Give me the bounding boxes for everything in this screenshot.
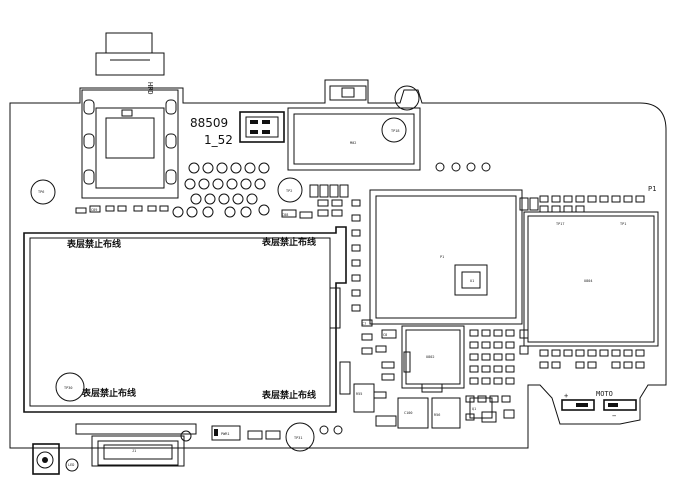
- pmu-label: U802: [426, 355, 434, 359]
- top-shield-chip: M02 TP18: [287, 107, 421, 171]
- hrd-label: HRD: [146, 82, 154, 95]
- board-outline: [9, 79, 667, 449]
- board-number: 88509: [190, 116, 228, 130]
- lcd-warning-3: 表层禁止布线: [81, 387, 136, 399]
- soc-chip: U1 P1: [369, 189, 523, 325]
- part-c3: C7: [362, 322, 366, 326]
- lcd-warning-1: 表层禁止布线: [66, 238, 121, 250]
- board-chips-j1: J1: [132, 449, 136, 453]
- board-pads-tp6: TP6: [38, 190, 44, 194]
- lcd-area: 表层禁止布线 表层禁止布线 表层禁止布线 表层禁止布线 TP30: [23, 226, 347, 413]
- part-c4: C8: [383, 333, 387, 337]
- part-c2: C89: [91, 208, 97, 212]
- board-version: 1_52: [204, 133, 233, 147]
- board-chips-pwr-btn: PWR1: [221, 432, 229, 436]
- pad-tp17: TP17: [556, 222, 564, 226]
- chip-top-label: M02: [350, 141, 356, 145]
- sim-socket: [81, 89, 179, 199]
- pmu-chip: U802: [401, 325, 465, 393]
- plus-sign: +: [564, 392, 568, 400]
- pad-tp31: TP31: [294, 436, 302, 440]
- soc-sub-label: P1: [440, 255, 444, 259]
- power-button: TP31 PWR1: [180, 422, 343, 452]
- lcd-warning-4: 表层禁止布线: [261, 389, 316, 401]
- memory-chip: U804 TP17 TP1: [523, 211, 659, 347]
- bottom-connector: J1: [75, 423, 197, 467]
- part-r2: R56: [434, 413, 440, 417]
- lower-components: [339, 351, 497, 429]
- part-c5: C100: [404, 411, 412, 415]
- moto-label: MOTO: [596, 390, 613, 398]
- via-pad-cluster: [172, 162, 491, 218]
- antenna-pad: LED: [32, 443, 79, 475]
- top-passive-row: [519, 195, 645, 213]
- led-label: LED: [68, 463, 74, 467]
- corner-label: P1: [648, 185, 656, 193]
- soc-left-passives: [281, 184, 397, 399]
- minus-sign: −: [612, 412, 616, 420]
- fpc-connector: [239, 111, 285, 143]
- headphone-jack: HRD: [95, 32, 165, 95]
- bottom-passive-row: [465, 329, 645, 421]
- soc-label: U1: [470, 279, 474, 283]
- part-q1: Q1: [472, 407, 476, 411]
- moto-connector: MOTO + −: [561, 390, 637, 420]
- test-pad-tp6: TP6: [30, 179, 56, 205]
- top-small-connector: [329, 85, 420, 111]
- pad-tp1: TP1: [620, 222, 626, 226]
- sim-area-passives: [75, 205, 169, 214]
- part-r1: R55: [356, 392, 362, 396]
- test-pad-tp2: TP2: [277, 177, 303, 203]
- pad-tp30: TP30: [64, 386, 72, 390]
- lcd-warning-2: 表层禁止布线: [261, 236, 316, 248]
- memory-label: U804: [584, 279, 592, 283]
- part-c1: C88: [282, 213, 288, 217]
- pad-tp18: TP18: [391, 129, 399, 133]
- board-pads-tp2: TP2: [286, 189, 292, 193]
